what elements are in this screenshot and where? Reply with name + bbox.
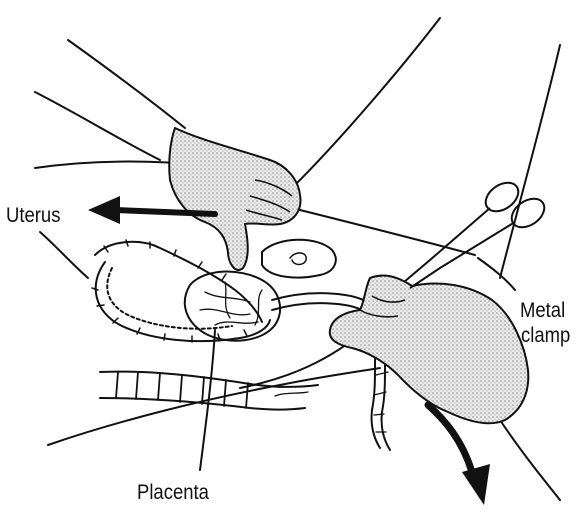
right-arm-line xyxy=(295,18,440,185)
right-leg-line-1 xyxy=(500,45,560,278)
upper-gloved-hand xyxy=(169,128,300,270)
upper-arm xyxy=(35,40,185,160)
right-leg-line-2 xyxy=(500,420,560,500)
placenta-label: Placenta xyxy=(137,482,209,503)
clamp-icon xyxy=(404,177,550,288)
abdomen-contour-right xyxy=(300,210,475,255)
placenta xyxy=(185,272,280,341)
uterus-label: Uterus xyxy=(6,205,60,226)
clamp-pointer-line xyxy=(478,258,515,290)
metal-clamp-label-line1: Metal xyxy=(520,300,565,321)
cervix-swirl xyxy=(262,240,336,278)
uterus-pointer-line xyxy=(40,232,88,278)
metal-clamp-label-line2: clamp xyxy=(521,325,570,346)
